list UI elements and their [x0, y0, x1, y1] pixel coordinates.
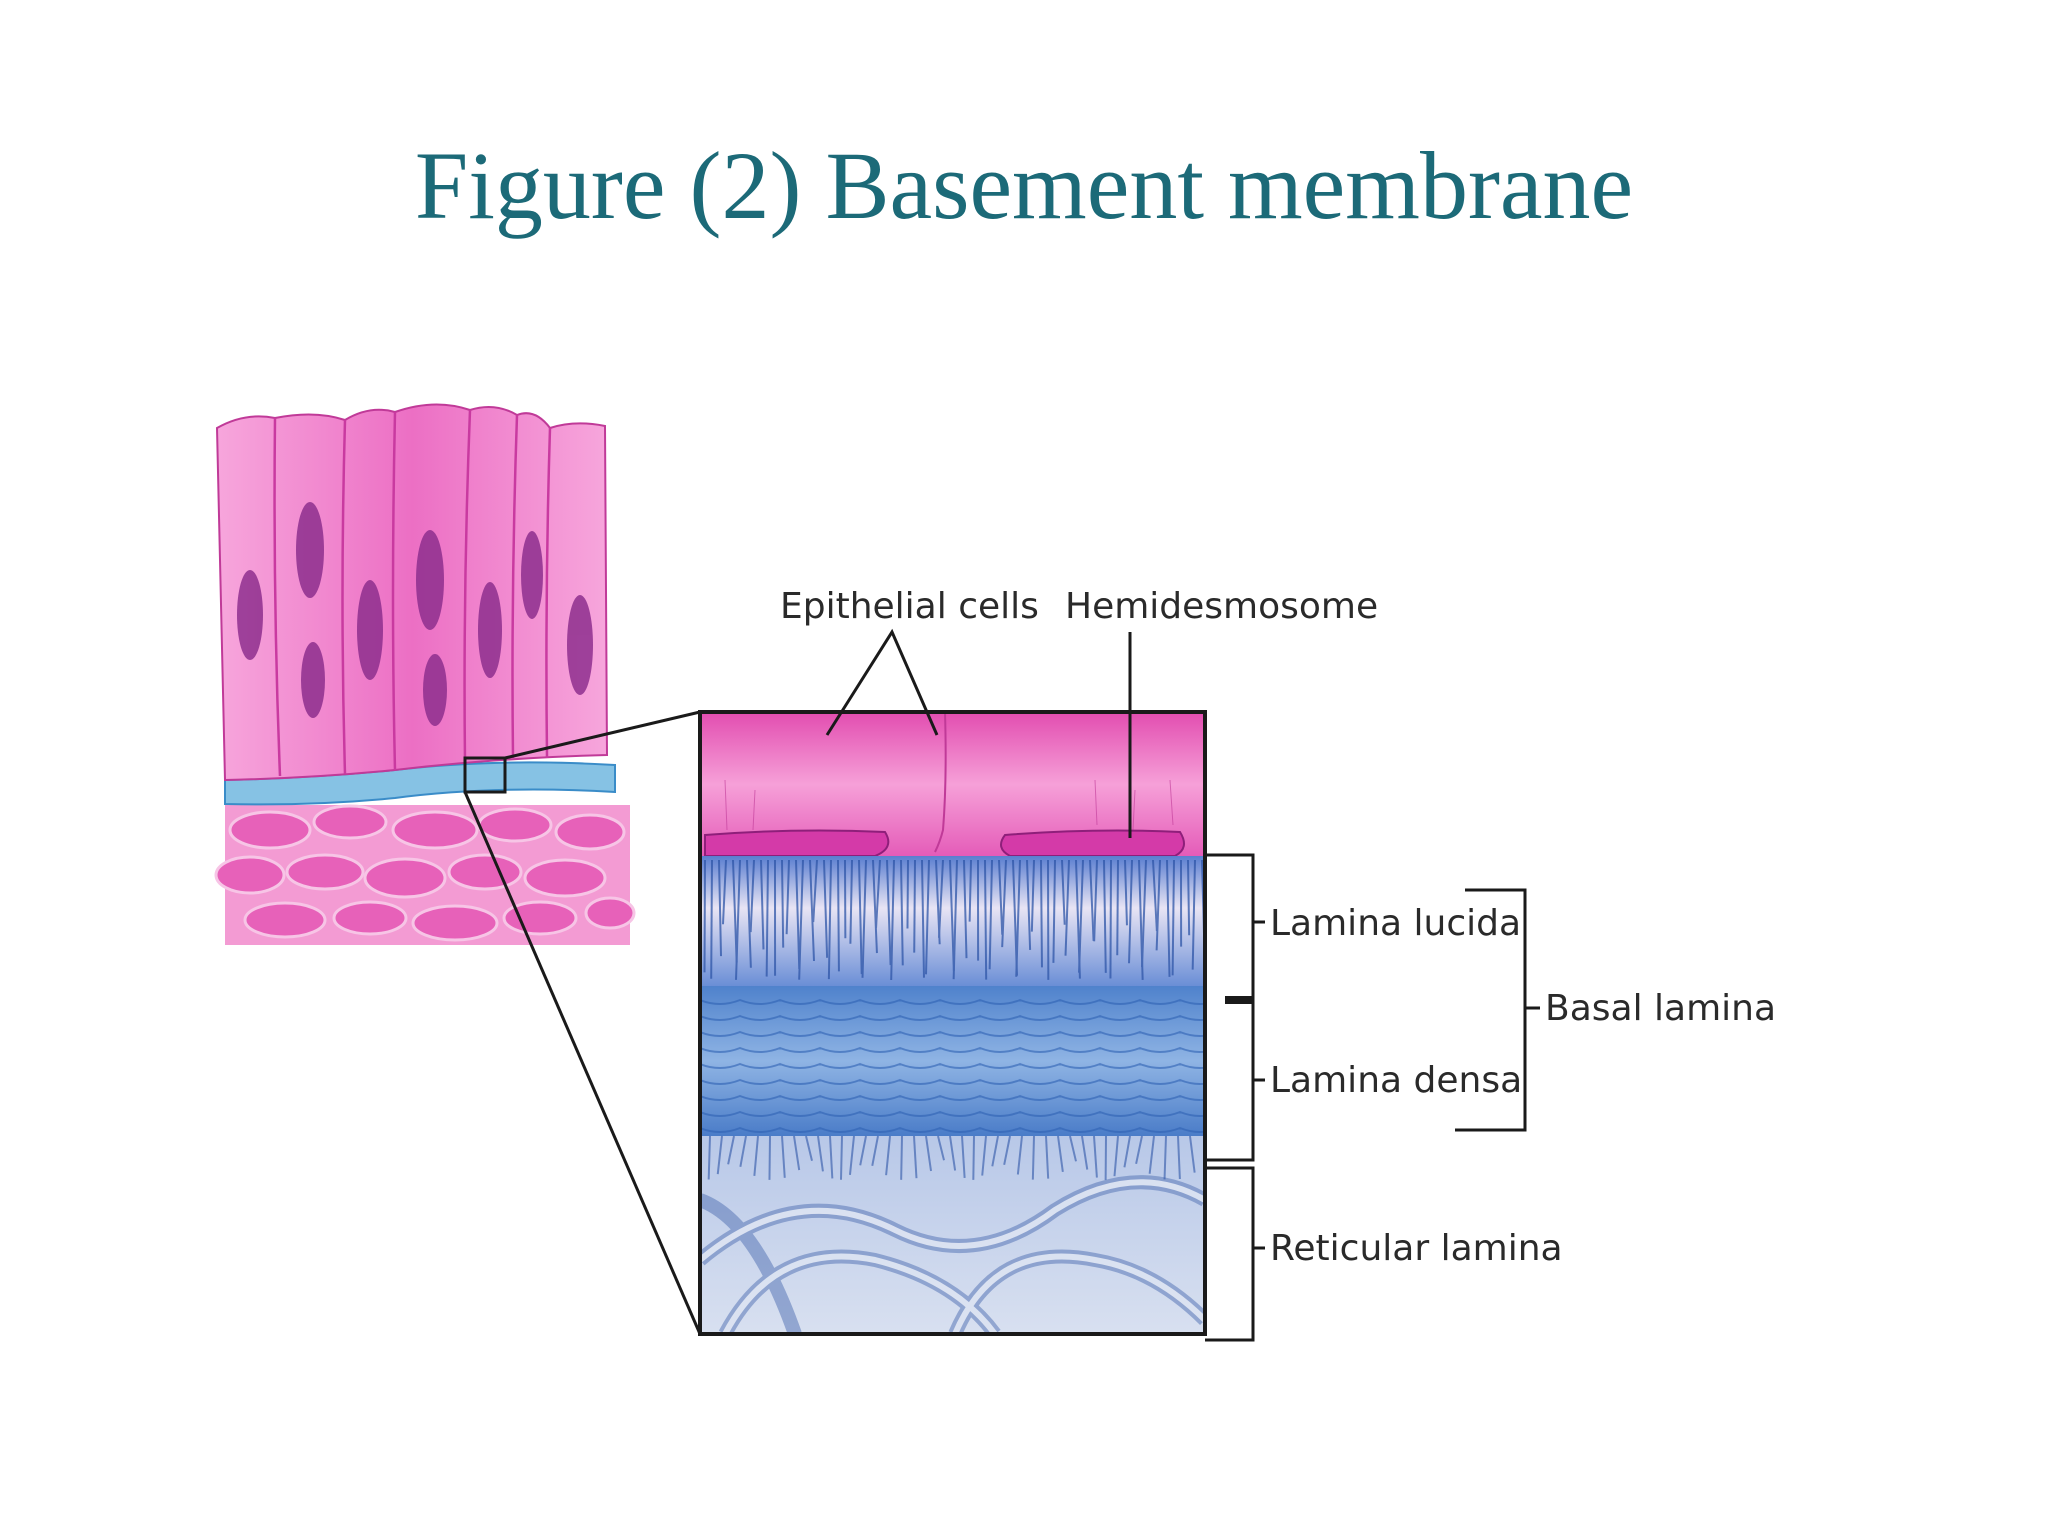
hemidesmosome-plaques	[704, 829, 1185, 857]
label-lamina-densa: Lamina densa	[1270, 1060, 1522, 1101]
cell-nuclei	[237, 502, 593, 726]
connective-tissue	[214, 804, 636, 945]
label-reticular-lamina: Reticular lamina	[1270, 1228, 1563, 1269]
columnar-cells	[215, 403, 609, 782]
lamina-densa-layer	[700, 986, 1205, 1136]
epithelium-overview	[214, 403, 636, 945]
lamina-lucida-layer	[700, 856, 1205, 986]
page-title: Figure (2) Basement membrane	[414, 132, 1634, 239]
magnified-frame	[698, 710, 1207, 1336]
magnified-view	[700, 712, 1205, 1334]
projection-lines	[463, 710, 702, 1335]
magnification-box	[463, 756, 507, 794]
reticular-lamina-layer	[700, 1135, 1205, 1334]
label-hemidesmosome: Hemidesmosome	[1065, 586, 1378, 627]
label-lamina-lucida: Lamina lucida	[1270, 903, 1521, 944]
label-basal-lamina: Basal lamina	[1545, 988, 1776, 1029]
basement-membrane-diagram: Epithelial cells Hemidesmosome Lamina lu…	[214, 403, 1776, 1342]
label-epithelial-cells: Epithelial cells	[780, 586, 1039, 627]
